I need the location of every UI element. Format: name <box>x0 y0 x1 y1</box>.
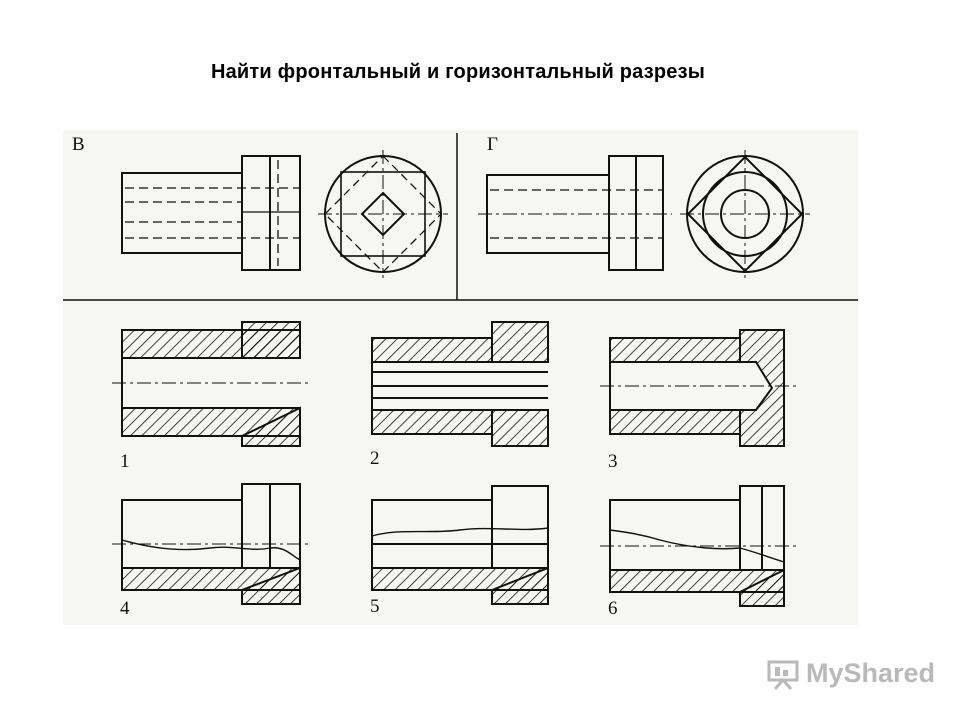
panel-v-end-view <box>318 150 448 278</box>
panel-g-label: Г <box>487 134 498 155</box>
variant-4-section <box>112 483 310 605</box>
variant-label-6: 6 <box>608 598 618 619</box>
variant-label-2: 2 <box>370 448 380 469</box>
panel-v-side-view <box>121 155 301 271</box>
presentation-board-icon <box>767 660 799 690</box>
variant-label-5: 5 <box>370 596 380 617</box>
drawing-sheet <box>63 130 858 625</box>
variant-label-1: 1 <box>120 451 130 472</box>
variant-label-4: 4 <box>120 598 130 619</box>
variant-6-section <box>600 485 796 607</box>
panel-g-end-view <box>680 150 810 278</box>
watermark-text: MyShared <box>806 658 936 688</box>
panel-g-side-view <box>478 155 672 271</box>
variant-3-section <box>600 329 796 447</box>
panel-v-label: В <box>72 134 85 155</box>
variant-5-section <box>371 485 549 605</box>
page-title: Найти фронтальный и горизонтальный разре… <box>210 61 706 83</box>
variant-1-section <box>112 321 310 447</box>
variant-label-3: 3 <box>608 451 618 472</box>
watermark: MyShared <box>766 655 936 695</box>
variant-2-section <box>371 321 549 447</box>
